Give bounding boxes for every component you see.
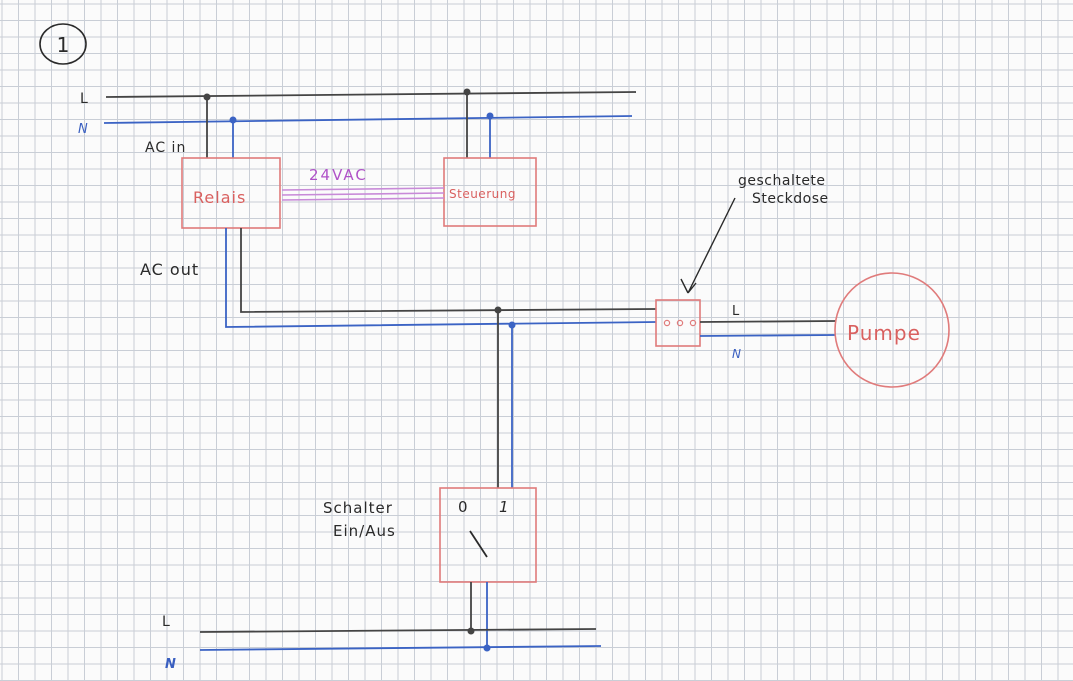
socket-note-line1: geschaltete bbox=[738, 173, 826, 189]
control-feed-wires bbox=[463, 88, 494, 158]
junction-dot bbox=[486, 112, 494, 120]
page-number-marker: 1 bbox=[39, 23, 87, 65]
top-phase-label: L bbox=[80, 91, 89, 107]
switch-feed-wires bbox=[494, 306, 516, 488]
relay-output-wires: AC out bbox=[140, 228, 657, 328]
switch-box: 0 1 Schalter Ein/Aus bbox=[323, 487, 537, 583]
switch-on-label: 1 bbox=[499, 498, 510, 516]
relay-box: Relais bbox=[181, 157, 281, 229]
socket-contact bbox=[663, 319, 671, 327]
junction-dot bbox=[203, 93, 211, 101]
socket-contact bbox=[689, 319, 697, 327]
page-number: 1 bbox=[57, 33, 70, 57]
socket-contact bbox=[676, 319, 684, 327]
junction-dot bbox=[494, 306, 502, 314]
bottom-neutral-line bbox=[199, 645, 602, 651]
socket-note-line2: Steckdose bbox=[752, 191, 829, 207]
switch-label-line2: Ein/Aus bbox=[333, 522, 396, 540]
top-neutral-line bbox=[103, 115, 633, 124]
junction-dot bbox=[463, 88, 471, 96]
pump-phase-label: L bbox=[732, 304, 740, 319]
relay-output-label: AC out bbox=[140, 260, 199, 279]
pump-neutral-label: N bbox=[732, 347, 741, 361]
relay-input-label: AC in bbox=[145, 140, 186, 156]
bottom-phase-label: L bbox=[162, 614, 171, 630]
switch-lever bbox=[469, 530, 488, 558]
top-neutral-label: N bbox=[78, 122, 88, 137]
relay-label: Relais bbox=[193, 188, 246, 207]
control-box: Steuerung bbox=[443, 157, 537, 227]
switch-label-line1: Schalter bbox=[323, 499, 393, 517]
junction-dot bbox=[508, 321, 516, 329]
switch-off-label: 0 bbox=[458, 498, 469, 516]
top-bus: L N bbox=[78, 91, 637, 137]
relay-feed-wires: AC in bbox=[145, 93, 237, 158]
pump-label: Pumpe bbox=[847, 321, 921, 345]
junction-dot bbox=[467, 627, 475, 635]
switched-socket: geschaltete Steckdose bbox=[655, 173, 829, 347]
top-phase-line bbox=[105, 91, 637, 98]
bottom-bus: L N bbox=[162, 614, 602, 672]
control-link: 24VAC bbox=[281, 166, 445, 201]
switch-supply-wires bbox=[467, 582, 491, 652]
control-label: Steuerung bbox=[449, 187, 516, 201]
control-link-label: 24VAC bbox=[309, 166, 368, 184]
bottom-neutral-label: N bbox=[165, 657, 176, 672]
pump: Pumpe bbox=[834, 272, 950, 388]
pump-wires: L N bbox=[699, 304, 837, 361]
pointer-arrow bbox=[680, 197, 736, 294]
junction-dot bbox=[229, 116, 237, 124]
bottom-phase-line bbox=[199, 628, 597, 633]
